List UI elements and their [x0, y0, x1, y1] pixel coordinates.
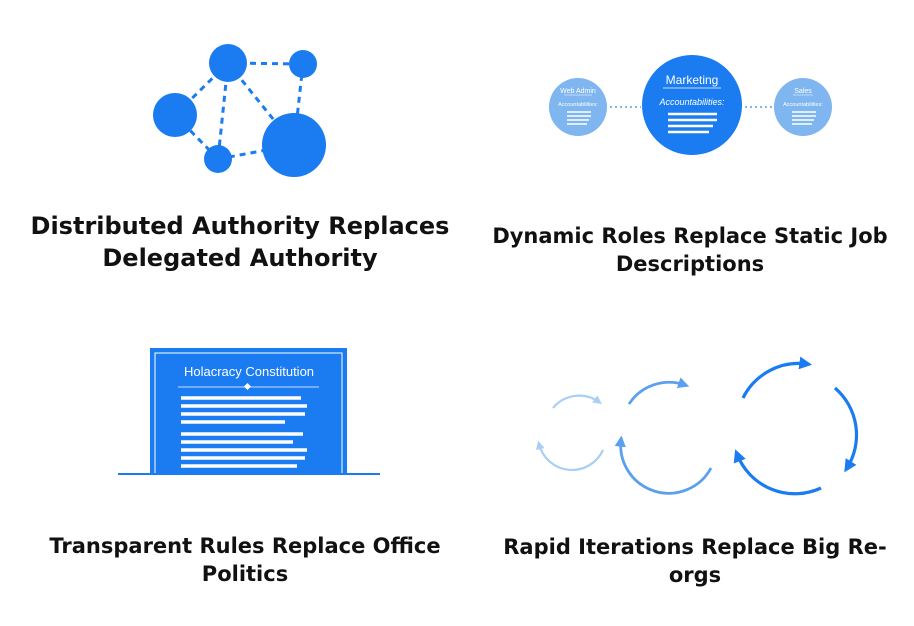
network-node [262, 113, 326, 177]
role-circles-icon: Web Admin Accountabilities: Marketing Ac… [549, 55, 832, 155]
role-subtitle: Accountabilities: [658, 97, 725, 107]
network-node [204, 145, 232, 173]
panel-caption-dynamic-roles: Dynamic Roles Replace Static Job Descrip… [492, 224, 888, 276]
role-marketing: Marketing Accountabilities: [642, 55, 742, 155]
network-graph-icon [153, 44, 326, 177]
network-node [153, 93, 197, 137]
role-sales: Sales Accountabilities: [774, 78, 832, 136]
panel-caption-transparent-rules: Transparent Rules Replace Office Politic… [49, 534, 441, 586]
iteration-cycles-icon [535, 356, 859, 496]
role-title: Web Admin [560, 88, 596, 95]
network-node [209, 44, 247, 82]
document-title: Holacracy Constitution [184, 364, 314, 379]
cycle-medium [614, 377, 713, 495]
panel-caption-distributed-authority: Distributed Authority Replaces Delegated… [30, 212, 450, 272]
role-title: Sales [794, 88, 812, 95]
network-node [289, 50, 317, 78]
panel-caption-rapid-iterations: Rapid Iterations Replace Big Re-orgs [503, 535, 887, 587]
role-title: Marketing [666, 73, 719, 87]
role-subtitle: Accountabilities: [783, 102, 823, 108]
cycle-small [535, 394, 605, 472]
role-web-admin: Web Admin Accountabilities: [549, 78, 607, 136]
role-subtitle: Accountabilities: [558, 102, 598, 108]
constitution-document-icon: Holacracy Constitution [118, 348, 380, 476]
cycle-large [733, 356, 859, 496]
